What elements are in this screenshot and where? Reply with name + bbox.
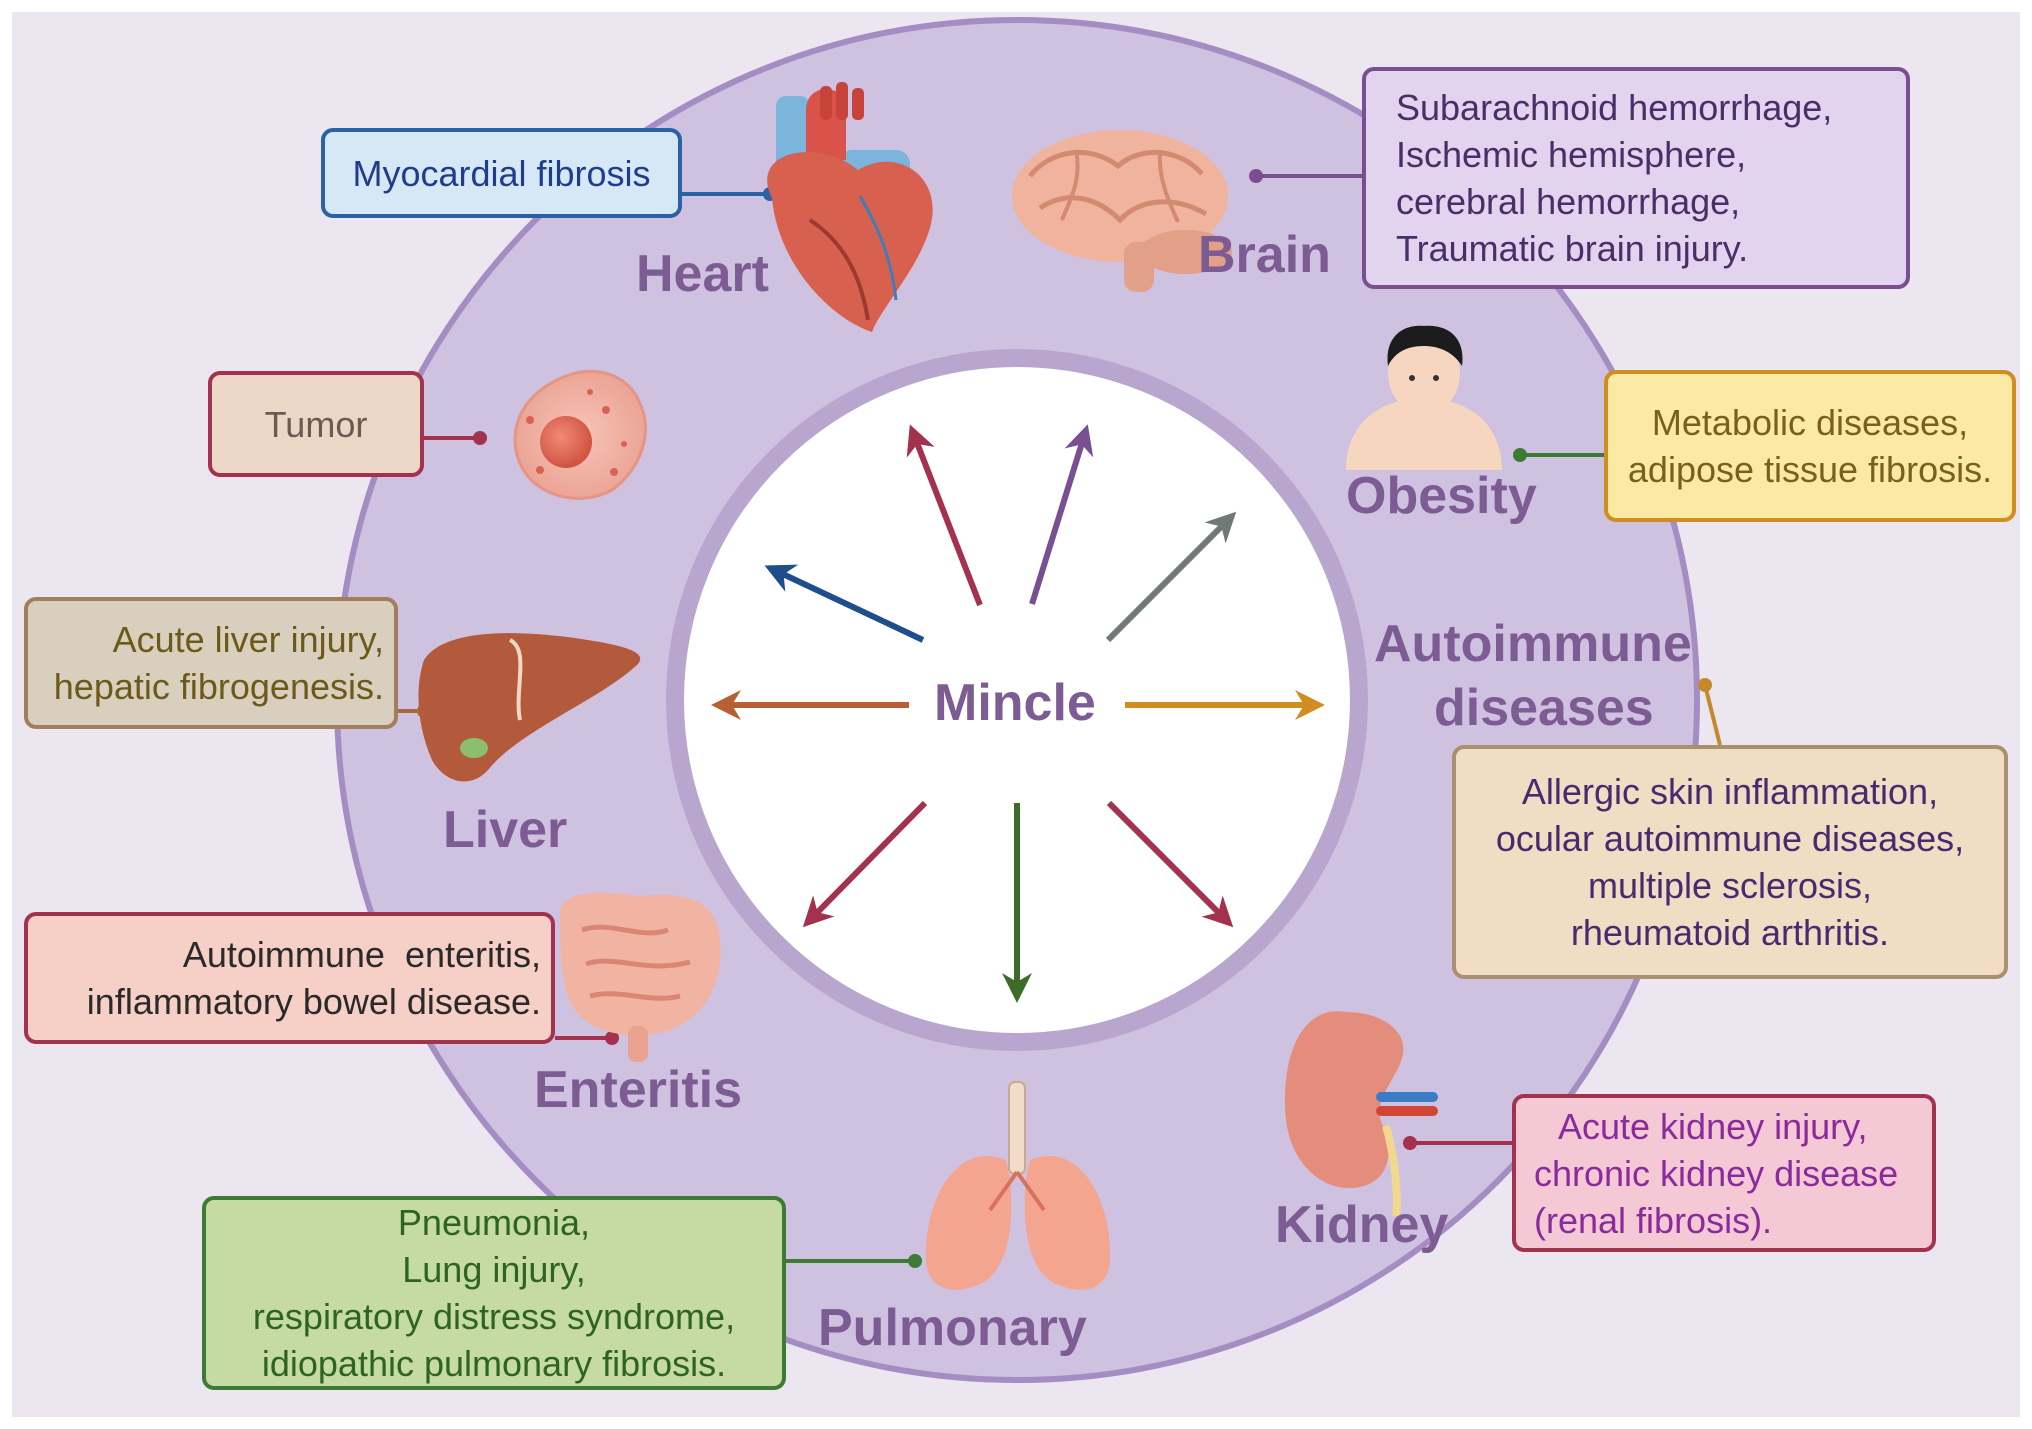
kidney-illustration	[1284, 1011, 1438, 1217]
organ-label-brain: Brain	[1198, 226, 1331, 284]
box-tumor: Tumor	[208, 371, 424, 477]
organ-label-autoimmune-line1: Autoimmune	[1374, 615, 1692, 673]
box-liver-diseases: Acute liver injury, hepatic fibrogenesis…	[24, 597, 398, 729]
center-label: Mincle	[934, 674, 1096, 732]
arrow-to-kidney	[1106, 800, 1234, 928]
arrow-to-enteritis	[802, 800, 928, 928]
box-pulmonary-line-1: Pneumonia,	[397, 1202, 591, 1243]
box-enteritis-line-1: Autoimmune enteritis,	[182, 934, 541, 975]
liver-illustration	[418, 633, 641, 782]
arrow-to-heart-blue	[764, 564, 925, 643]
connector-tumor	[424, 431, 487, 445]
box-pulmonary-line-3: respiratory distress syndrome,	[252, 1296, 736, 1337]
connector-obesity	[1513, 448, 1604, 462]
connector-kidney	[1403, 1136, 1512, 1150]
box-pulmonary-line-4: idiopathic pulmonary fibrosis.	[261, 1343, 727, 1384]
brain-illustration	[1012, 130, 1232, 292]
organ-label-heart: Heart	[636, 245, 769, 303]
box-pulmonary-line-2: Lung injury,	[402, 1249, 586, 1290]
box-autoimmune-diseases: Allergic skin inflammation, ocular autoi…	[1452, 745, 2008, 979]
box-enteritis-line-2: inflammatory bowel disease.	[86, 981, 541, 1022]
box-autoimmune-line-4: rheumatoid arthritis.	[1570, 912, 1890, 953]
connector-autoimmune	[1698, 678, 1722, 746]
box-brain-line-1: Subarachnoid hemorrhage,	[1396, 87, 1833, 128]
connector-brain	[1249, 169, 1362, 183]
box-tumor-line-1: Tumor	[264, 403, 368, 445]
box-liver-line-2: hepatic fibrogenesis.	[53, 666, 384, 707]
box-obesity-diseases: Metabolic diseases, adipose tissue fibro…	[1604, 370, 2016, 522]
organ-label-kidney: Kidney	[1275, 1196, 1449, 1254]
box-enteritis-diseases: Autoimmune enteritis, inflammatory bowel…	[24, 912, 555, 1044]
box-brain-line-2: Ischemic hemisphere,	[1396, 134, 1747, 175]
box-pulmonary-diseases: Pneumonia, Lung injury, respiratory dist…	[202, 1196, 786, 1390]
box-myocardial-line-1: Myocardial fibrosis	[352, 152, 651, 194]
connector-pulmonary	[786, 1254, 922, 1268]
organ-label-obesity: Obesity	[1346, 467, 1537, 525]
box-brain-diseases: Subarachnoid hemorrhage, Ischemic hemisp…	[1362, 67, 1910, 289]
arrow-to-brain	[1029, 424, 1094, 605]
lungs-illustration	[925, 1081, 1111, 1290]
arrow-to-obesity	[1105, 511, 1237, 643]
intestine-illustration	[560, 892, 721, 1062]
tumor-cell-illustration	[513, 369, 647, 500]
box-obesity-line-2: adipose tissue fibrosis.	[1627, 449, 1993, 490]
box-liver-line-1: Acute liver injury,	[112, 619, 384, 660]
organ-label-autoimmune-line2: diseases	[1434, 679, 1654, 737]
obesity-illustration	[1346, 325, 1502, 470]
heart-illustration	[767, 82, 933, 332]
inner-circle	[666, 349, 1368, 1051]
connector-enteritis	[555, 1031, 619, 1045]
organ-label-pulmonary: Pulmonary	[818, 1299, 1087, 1357]
arrow-to-heart	[906, 424, 983, 607]
box-myocardial-fibrosis: Myocardial fibrosis	[321, 128, 682, 218]
box-kidney-line-2: chronic kidney disease	[1534, 1152, 1899, 1194]
box-kidney-line-1: Acute kidney injury,	[1558, 1105, 1868, 1147]
box-autoimmune-line-2: ocular autoimmune diseases,	[1495, 818, 1965, 859]
box-autoimmune-line-1: Allergic skin inflammation,	[1521, 771, 1939, 812]
box-brain-line-4: Traumatic brain injury.	[1396, 228, 1749, 269]
organ-label-enteritis: Enteritis	[534, 1061, 743, 1119]
box-obesity-line-1: Metabolic diseases,	[1651, 402, 1969, 443]
box-brain-line-3: cerebral hemorrhage,	[1396, 181, 1741, 222]
box-kidney-diseases: Acute kidney injury, chronic kidney dise…	[1512, 1094, 1936, 1252]
box-autoimmune-line-3: multiple sclerosis,	[1587, 865, 1873, 906]
box-kidney-line-3: (renal fibrosis).	[1534, 1199, 1773, 1241]
organ-label-liver: Liver	[443, 801, 568, 859]
